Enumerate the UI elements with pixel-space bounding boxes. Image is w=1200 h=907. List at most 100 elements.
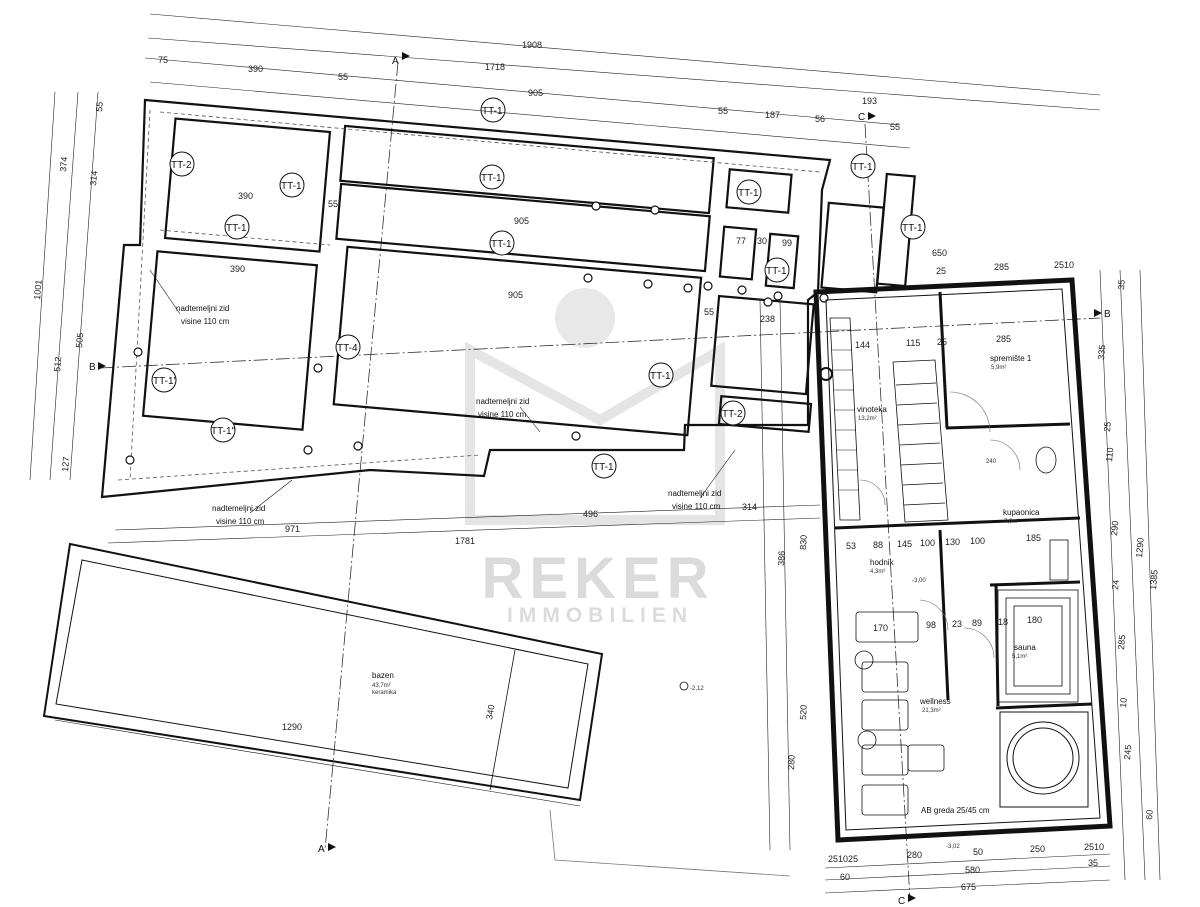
section-mark-a-top: A bbox=[392, 56, 399, 67]
dim-115: 115 bbox=[906, 338, 920, 348]
dim-v-830: 830 bbox=[798, 535, 809, 551]
note-wall-4-line1: nadtemeljni zid bbox=[668, 489, 721, 498]
dim-55-r1: 55 bbox=[718, 106, 728, 116]
room-spremiste-area: 5,9m² bbox=[991, 365, 1006, 371]
dim-56: 56 bbox=[815, 114, 825, 124]
dim-v-24: 24 bbox=[1110, 579, 1121, 590]
dim-v-245: 245 bbox=[1122, 744, 1133, 760]
note-wall-1-line1: nadtemeljni zid bbox=[176, 304, 229, 313]
section-flag-icon bbox=[1094, 309, 1102, 317]
room-sauna: sauna bbox=[1014, 643, 1036, 652]
dim-98: 98 bbox=[926, 620, 936, 630]
room-vinoteka-area: 13,2m² bbox=[858, 416, 877, 422]
dim-v-512: 512 bbox=[52, 356, 63, 372]
basement-plan bbox=[813, 277, 1113, 843]
dim-496: 496 bbox=[583, 509, 598, 519]
pool-finish: keramika bbox=[372, 690, 397, 696]
tag-tt1-f: TT-1 bbox=[902, 223, 923, 234]
dim-1718: 1718 bbox=[485, 62, 505, 72]
foundation-tags: TT-1 TT-2 TT-1 TT-1 TT-1 TT-1 TT-1 TT-1 … bbox=[151, 97, 926, 479]
section-lines bbox=[99, 61, 1101, 901]
dim-50: 50 bbox=[973, 847, 983, 857]
dim-187: 187 bbox=[765, 110, 780, 120]
section-mark-a-bottom: A bbox=[318, 844, 325, 855]
note-wall-2-line1: nadtemeljni zid bbox=[476, 397, 529, 406]
dim-v-314: 314 bbox=[88, 170, 99, 186]
wellness-loungers bbox=[854, 611, 945, 816]
dim-55-r2: 55 bbox=[890, 122, 900, 132]
dim-v-60: 60 bbox=[1144, 809, 1155, 820]
dim-675: 675 bbox=[961, 882, 976, 892]
tag-tt1-dprime: TT-1" bbox=[211, 426, 236, 437]
tag-tt4: TT-4 bbox=[337, 343, 358, 354]
bathroom-fixtures bbox=[1035, 446, 1069, 581]
dim-55-top: 55 bbox=[338, 72, 348, 82]
dim-193: 193 bbox=[862, 96, 877, 106]
note-wall-3-line1: nadtemeljni zid bbox=[212, 504, 265, 513]
watermark-brand-sub: IMMOBILIEN bbox=[507, 604, 693, 627]
dim-v-10: 10 bbox=[1118, 697, 1129, 708]
dim-v-25: 25 bbox=[1102, 421, 1113, 432]
dim-180: 180 bbox=[1027, 615, 1042, 625]
foundation-dashed-lines bbox=[117, 109, 821, 481]
level-stair: -3,02 bbox=[946, 844, 960, 850]
room-wellness-area: 21,3m² bbox=[922, 708, 941, 714]
dim-v-290: 290 bbox=[1109, 520, 1120, 536]
foundation-notes: nadtemeljni zid visine 110 cm nadtemeljn… bbox=[176, 304, 721, 526]
pool-area: 43,7m² bbox=[372, 683, 391, 689]
dim-905-a: 905 bbox=[514, 216, 529, 226]
dim-18: 18 bbox=[998, 617, 1008, 627]
tag-tt1-prime: TT-1' bbox=[153, 376, 176, 387]
dim-251025: 251025 bbox=[828, 854, 858, 864]
note-wall-1-line2: visine 110 cm bbox=[181, 317, 230, 326]
note-wall-2-line2: visine 110 cm bbox=[478, 410, 527, 419]
hot-tub bbox=[999, 711, 1089, 808]
tag-tt1-d: TT-1 bbox=[738, 188, 759, 199]
dim-99: 99 bbox=[782, 238, 792, 248]
dim-250: 250 bbox=[1030, 844, 1045, 854]
room-kupaonica: kupaonica bbox=[1003, 508, 1040, 517]
tag-tt1-i: TT-1 bbox=[650, 371, 671, 382]
section-flag-icon bbox=[98, 362, 106, 370]
pile-markers bbox=[125, 201, 829, 465]
room-vinoteka: vinoteka bbox=[857, 405, 887, 414]
tag-tt2-right: TT-2 bbox=[722, 409, 743, 420]
dim-145: 145 bbox=[897, 539, 912, 549]
section-mark-b-left: B bbox=[89, 362, 96, 373]
dim-971: 971 bbox=[285, 524, 300, 534]
dim-170: 170 bbox=[873, 623, 888, 633]
dim-580: 580 bbox=[965, 865, 980, 875]
dim-v-520: 520 bbox=[798, 705, 809, 721]
dim-75: 75 bbox=[158, 55, 168, 65]
dim-v-505: 505 bbox=[74, 332, 85, 348]
dim-v-110: 110 bbox=[1104, 447, 1115, 462]
dim-77: 77 bbox=[736, 236, 746, 246]
dimension-labels-vertical: 1001 55 374 314 505 512 127 1385 1290 35… bbox=[32, 101, 1160, 820]
dim-30: 30 bbox=[757, 236, 767, 246]
dim-905-top: 905 bbox=[528, 88, 543, 98]
dim-55-a: 55 bbox=[328, 199, 338, 209]
dim-2510: 2510 bbox=[1054, 260, 1074, 270]
tag-tt1-h: TT-1 bbox=[766, 266, 787, 277]
tag-tt2-left: TT-2 bbox=[171, 160, 192, 171]
room-kupaonica-area: 7,0m² bbox=[1004, 519, 1019, 525]
watermark-brand: REKER bbox=[481, 546, 714, 611]
column-icon bbox=[819, 367, 833, 381]
dim-89: 89 bbox=[972, 618, 982, 628]
tag-tt1-g: TT-1 bbox=[491, 239, 512, 250]
dim-285b: 285 bbox=[996, 334, 1011, 344]
note-wall-4-line2: visine 110 cm bbox=[672, 502, 721, 511]
dim-1908: 1908 bbox=[522, 40, 542, 50]
level-240: 240 bbox=[986, 459, 997, 465]
door-swings bbox=[859, 391, 1021, 659]
room-wellness: wellness bbox=[919, 697, 951, 706]
section-mark-b-right: B bbox=[1104, 309, 1111, 320]
dim-v-1385: 1385 bbox=[1148, 569, 1160, 590]
dim-390-a: 390 bbox=[238, 191, 253, 201]
dim-2510b: 2510 bbox=[1084, 842, 1104, 852]
room-hodnik: hodnik bbox=[870, 558, 895, 567]
dim-25a: 25 bbox=[936, 266, 946, 276]
dim-53: 53 bbox=[846, 541, 856, 551]
dim-v-386: 386 bbox=[776, 551, 787, 567]
dim-238: 238 bbox=[760, 314, 775, 324]
